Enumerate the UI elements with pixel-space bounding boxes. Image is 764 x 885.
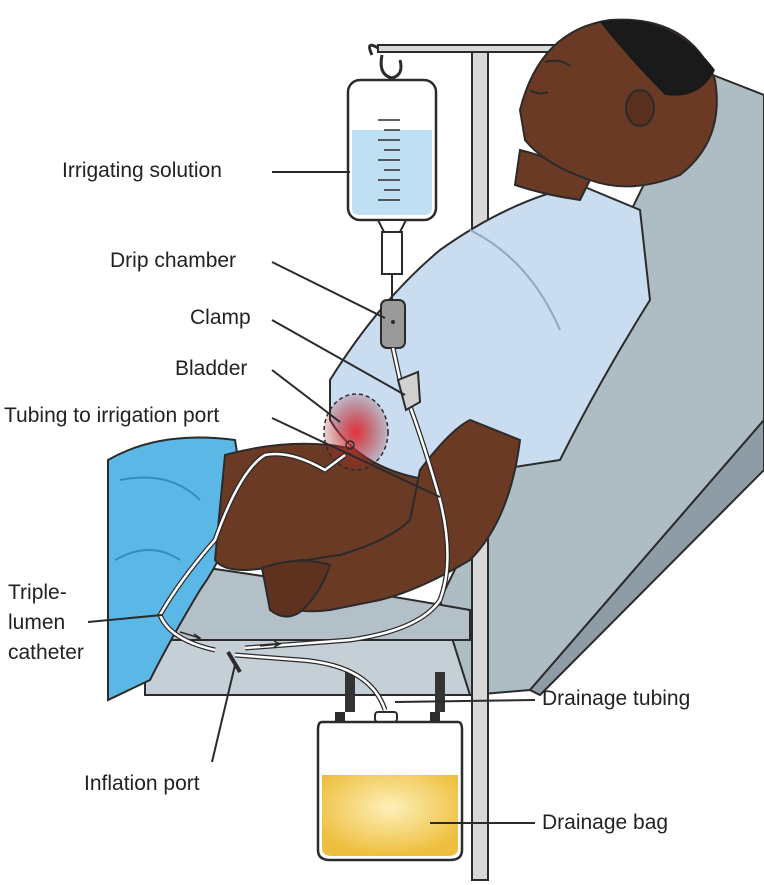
label-bladder: Bladder <box>175 357 248 380</box>
drainage-bag <box>316 711 464 862</box>
label-tubing-to-irrigation-port: Tubing to irrigation port <box>4 404 220 427</box>
label-irrigating-solution: Irrigating solution <box>62 159 222 182</box>
label-inflation-port: Inflation port <box>84 772 200 795</box>
label-triple-lumen-catheter-line2: lumen <box>8 611 66 634</box>
label-drip-chamber: Drip chamber <box>110 249 237 272</box>
irrigation-bag <box>346 54 438 300</box>
leader-lines <box>87 171 536 824</box>
drip-chamber <box>380 299 406 349</box>
label-drainage-bag: Drainage bag <box>542 811 669 834</box>
label-triple-lumen-catheter-line1: Triple- <box>8 581 67 604</box>
label-triple-lumen-catheter-line3: catheter <box>8 641 84 664</box>
label-clamp: Clamp <box>190 306 251 329</box>
label-drainage-tubing: Drainage tubing <box>542 687 691 710</box>
tubing <box>157 347 450 711</box>
flow-arrows <box>179 631 282 648</box>
clamp-device <box>396 370 422 412</box>
